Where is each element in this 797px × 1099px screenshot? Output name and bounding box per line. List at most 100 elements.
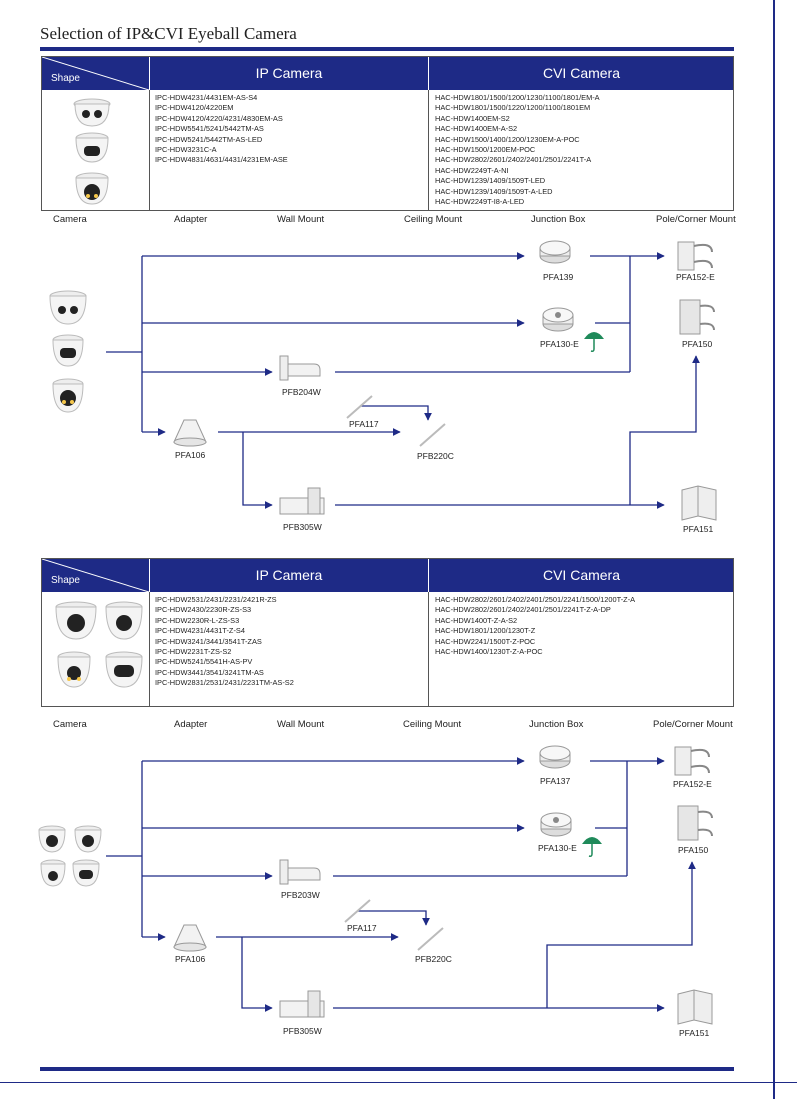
part-label: PFA117 xyxy=(347,923,377,933)
side-rule xyxy=(773,0,775,1099)
junction-box-icon xyxy=(539,745,571,769)
pole-mount-icon xyxy=(677,805,713,841)
part-label: PFA151 xyxy=(683,524,714,534)
eyeball-camera-icon xyxy=(52,334,84,367)
part-label: PFA130-E xyxy=(540,339,579,349)
category-camera: Camera xyxy=(53,214,87,225)
shape-header-cell: Shape xyxy=(42,57,149,90)
ip-model: IPC-HDW3231C-A xyxy=(155,144,217,154)
cvi-model: HAC-HDW2802/2601/2402/2401/2501/2241/150… xyxy=(435,595,636,604)
column-divider xyxy=(149,90,150,210)
cvi-model: HAC-HDW1801/1500/1200/1230/1100/1801/EM-… xyxy=(435,93,600,102)
pole-mount-icon xyxy=(677,241,713,271)
ip-model: IPC-HDW2230R-L-ZS-S3 xyxy=(155,615,240,625)
eyeball-camera-icon xyxy=(72,859,100,887)
footer-line xyxy=(0,1082,797,1083)
junction-box-icon xyxy=(539,240,571,264)
category-camera: Camera xyxy=(53,719,87,730)
table-header: Shape IP Camera CVI Camera xyxy=(42,57,733,90)
eyeball-camera-thumbnails xyxy=(55,601,143,688)
cvi-model: HAC-HDW2249T-I8-A-LED xyxy=(435,196,525,206)
ip-camera-header: IP Camera xyxy=(149,57,428,90)
cvi-model: HAC-HDW1400/1230T-Z-A-POC xyxy=(435,646,543,656)
category-ceiling-mount: Ceiling Mount xyxy=(403,719,462,730)
table-header: Shape IP Camera CVI Camera xyxy=(42,559,733,592)
part-label: PFA152-E xyxy=(673,779,712,789)
column-divider xyxy=(149,592,150,706)
connector-lines xyxy=(106,252,700,509)
umbrella-icon xyxy=(584,332,604,352)
category-pole-corner-mount: Pole/Corner Mount xyxy=(653,719,733,730)
adapter-icon xyxy=(173,924,207,952)
eyeball-camera-icon xyxy=(57,651,91,688)
category-adapter: Adapter xyxy=(174,214,208,225)
part-label: PFA151 xyxy=(679,1028,710,1038)
shape-header-cell: Shape xyxy=(42,559,149,592)
ceiling-adapter-icon xyxy=(344,899,371,923)
cvi-model: HAC-HDW1801/1500/1220/1200/1100/1801EM xyxy=(435,103,591,113)
part-label: PFA139 xyxy=(543,272,574,282)
ip-model-list: IPC-HDW4231/4431EM-AS-S4 IPC-HDW4120/422… xyxy=(155,93,288,166)
part-label: PFB305W xyxy=(283,522,322,532)
eyeball-camera-icon xyxy=(75,132,109,163)
ip-model: IPC-HDW5241/5541H-AS-PV xyxy=(155,657,253,667)
category-ceiling-mount: Ceiling Mount xyxy=(404,214,463,225)
part-label: PFA106 xyxy=(175,450,206,460)
ip-model: IPC-HDW2231T-ZS-S2 xyxy=(155,646,232,656)
part-label: PFA130-E xyxy=(538,843,577,853)
model-table-1: Shape IP Camera CVI Camera IPC-HDW4231/4… xyxy=(41,56,734,211)
pole-mount-icon xyxy=(679,299,715,335)
part-label: PFB203W xyxy=(281,890,320,900)
cvi-model: HAC-HDW2241/1500T-Z-POC xyxy=(435,636,536,646)
cvi-model: HAC-HDW1500/1200EM-POC xyxy=(435,144,536,154)
part-label: PFA137 xyxy=(540,776,571,786)
ip-model: IPC-HDW4231/4431EM-AS-S4 xyxy=(155,93,258,102)
category-adapter: Adapter xyxy=(174,719,208,730)
cvi-model: HAC-HDW1239/1409/1509T-A-LED xyxy=(435,186,553,196)
cvi-model: HAC-HDW2802/2601/2402/2401/2501/2241T-A xyxy=(435,155,592,165)
eyeball-camera-thumbnails xyxy=(73,98,111,205)
part-label: PFA152-E xyxy=(676,272,715,282)
part-label: PFB220C xyxy=(417,451,454,461)
junction-box-icon xyxy=(542,307,574,332)
ip-model: IPC-HDW4120/4220/4231/4830EM-AS xyxy=(155,113,283,123)
shape-header-label: Shape xyxy=(51,73,80,84)
ip-model: IPC-HDW3441/3541/3241TM-AS xyxy=(155,667,264,677)
adapter-icon xyxy=(173,419,207,447)
cvi-model: HAC-HDW1400T-Z-A-S2 xyxy=(435,615,518,625)
eyeball-camera-icon xyxy=(105,651,143,688)
category-wall-mount: Wall Mount xyxy=(277,719,325,730)
cvi-model-list: HAC-HDW1801/1500/1200/1230/1100/1801/EM-… xyxy=(435,93,600,207)
cvi-model: HAC-HDW2802/2601/2402/2401/2501/2241T-Z-… xyxy=(435,605,611,615)
part-label: PFA150 xyxy=(678,845,709,855)
ip-model: IPC-HDW3241/3441/3541T-ZAS xyxy=(155,636,262,646)
corner-mount-icon xyxy=(677,989,713,1025)
category-junction-box: Junction Box xyxy=(531,214,586,225)
cvi-camera-header: CVI Camera xyxy=(428,559,734,592)
category-junction-box: Junction Box xyxy=(529,719,584,730)
ceiling-mount-icon xyxy=(419,423,446,447)
part-label: PFA150 xyxy=(682,339,713,349)
eyeball-camera-icon xyxy=(73,98,111,127)
cvi-model: HAC-HDW1239/1409/1509T-LED xyxy=(435,176,546,186)
diagonal-divider xyxy=(42,559,149,592)
page-title: Selection of IP&CVI Eyeball Camera xyxy=(40,24,297,43)
corner-mount-icon xyxy=(681,485,717,521)
ip-model: IPC-HDW2430/2230R-ZS-S3 xyxy=(155,605,252,615)
eyeball-camera-icon xyxy=(38,825,66,853)
part-label: PFB220C xyxy=(415,954,452,964)
cvi-model-list: HAC-HDW2802/2601/2402/2401/2501/2241/150… xyxy=(435,595,635,657)
eyeball-camera-icon xyxy=(55,601,97,640)
category-pole-corner-mount: Pole/Corner Mount xyxy=(656,214,736,225)
cvi-model: HAC-HDW1400EM-A-S2 xyxy=(435,124,518,134)
shape-header-label: Shape xyxy=(51,575,80,586)
part-label: PFB305W xyxy=(283,1026,322,1036)
diagonal-divider xyxy=(42,57,149,90)
category-wall-mount: Wall Mount xyxy=(277,214,325,225)
junction-box-icon xyxy=(540,812,572,837)
wall-mount-icon xyxy=(279,990,325,1018)
cvi-model: HAC-HDW1500/1400/1200/1230EM-A-POC xyxy=(435,134,580,144)
connector-lines xyxy=(106,757,696,1012)
ip-model: IPC-HDW2531/2431/2231/2421R-ZS xyxy=(155,595,277,604)
eyeball-camera-icon xyxy=(40,859,66,887)
